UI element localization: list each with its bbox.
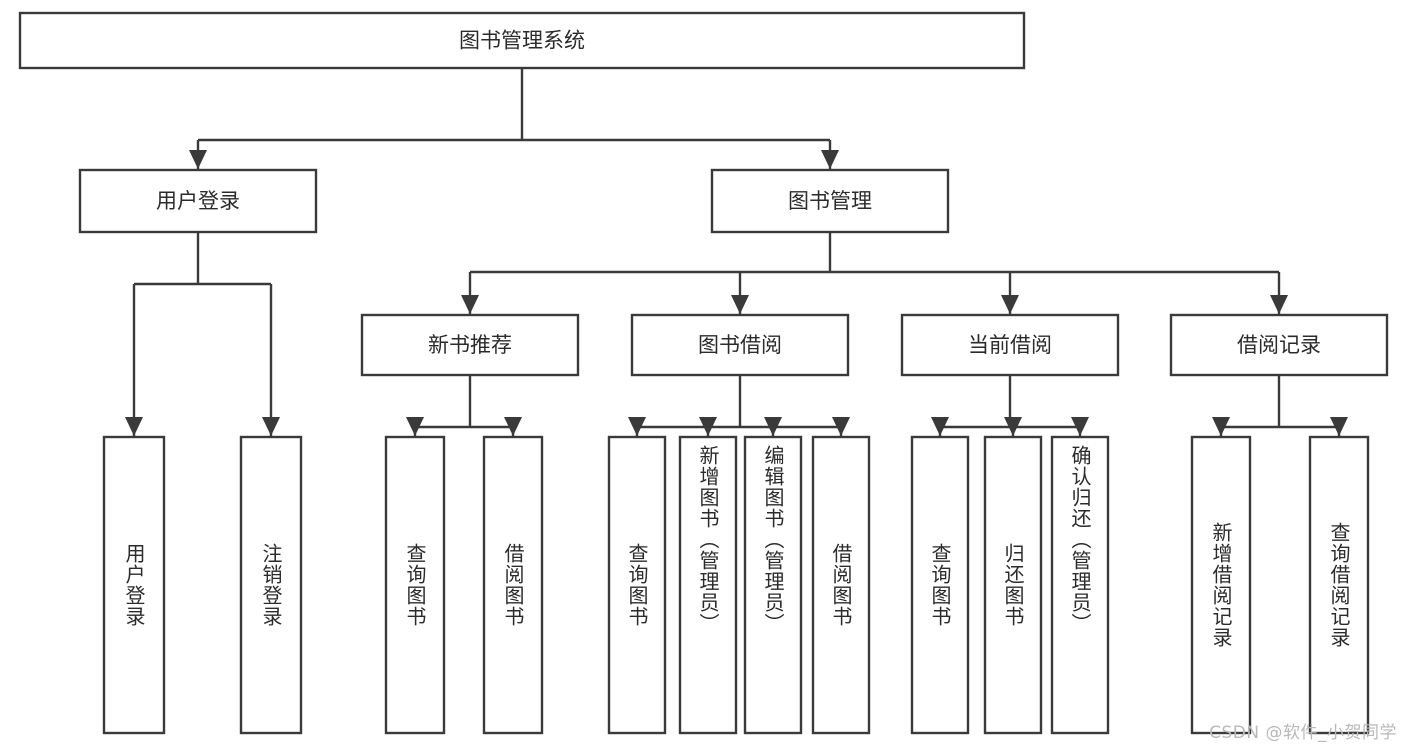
arrow-to-leaf-11 — [1212, 417, 1230, 436]
arrow-to-leaf-7 — [832, 417, 850, 436]
node-label-root: 图书管理系统 — [459, 29, 585, 53]
arrow-to-leaf-6 — [764, 417, 782, 436]
arrow-to-leaf-1 — [262, 417, 280, 436]
node-label-level3-0: 新书推荐 — [428, 333, 512, 357]
csdn-watermark: CSDN @软件_小贺同学 — [1209, 723, 1397, 743]
node-box-leaf-2[interactable] — [384, 435, 446, 735]
node-box-level3-0[interactable] — [360, 313, 580, 377]
node-box-leaf-1[interactable] — [239, 435, 303, 735]
node-box-level2-1[interactable] — [710, 168, 950, 234]
node-box-leaf-7[interactable] — [811, 435, 871, 735]
node-box-leaf-3[interactable] — [482, 435, 544, 735]
node-box-leaf-9[interactable] — [983, 435, 1043, 735]
connectors-layer — [125, 68, 1348, 436]
arrow-to-leaf-8 — [931, 417, 949, 436]
arrow-to-level3-2 — [1001, 295, 1019, 314]
node-box-leaf-10[interactable] — [1050, 435, 1110, 735]
arrow-to-level3-0 — [461, 295, 479, 314]
arrow-to-level3-1 — [731, 295, 749, 314]
arrow-to-leaf-9 — [1004, 417, 1022, 436]
node-label-level2-0: 用户登录 — [156, 189, 240, 213]
node-box-leaf-11[interactable] — [1190, 435, 1252, 735]
arrow-to-leaf-3 — [504, 417, 522, 436]
node-box-leaf-0[interactable] — [102, 435, 166, 735]
node-box-level2-0[interactable] — [78, 168, 318, 234]
node-label-level3-3: 借阅记录 — [1237, 333, 1321, 357]
arrow-to-leaf-4 — [628, 417, 646, 436]
node-box-leaf-12[interactable] — [1308, 435, 1370, 735]
node-box-level3-1[interactable] — [630, 313, 850, 377]
node-box-leaf-8[interactable] — [910, 435, 970, 735]
boxes-layer — [18, 11, 1389, 735]
node-label-level3-2: 当前借阅 — [968, 333, 1052, 357]
arrow-to-level2-0 — [189, 150, 207, 169]
arrow-to-leaf-5 — [699, 417, 717, 436]
node-box-leaf-4[interactable] — [607, 435, 667, 735]
arrow-to-leaf-10 — [1071, 417, 1089, 436]
node-label-level3-1: 图书借阅 — [698, 333, 782, 357]
node-box-root[interactable] — [18, 11, 1026, 70]
arrow-to-level3-3 — [1270, 295, 1288, 314]
arrow-to-level2-1 — [821, 150, 839, 169]
node-box-level3-2[interactable] — [900, 313, 1120, 377]
node-box-level3-3[interactable] — [1169, 313, 1389, 377]
node-box-leaf-5[interactable] — [678, 435, 738, 735]
arrow-to-leaf-0 — [125, 417, 143, 436]
arrow-to-leaf-12 — [1330, 417, 1348, 436]
arrow-to-leaf-2 — [406, 417, 424, 436]
node-label-level2-1: 图书管理 — [788, 189, 872, 213]
node-box-leaf-6[interactable] — [743, 435, 803, 735]
